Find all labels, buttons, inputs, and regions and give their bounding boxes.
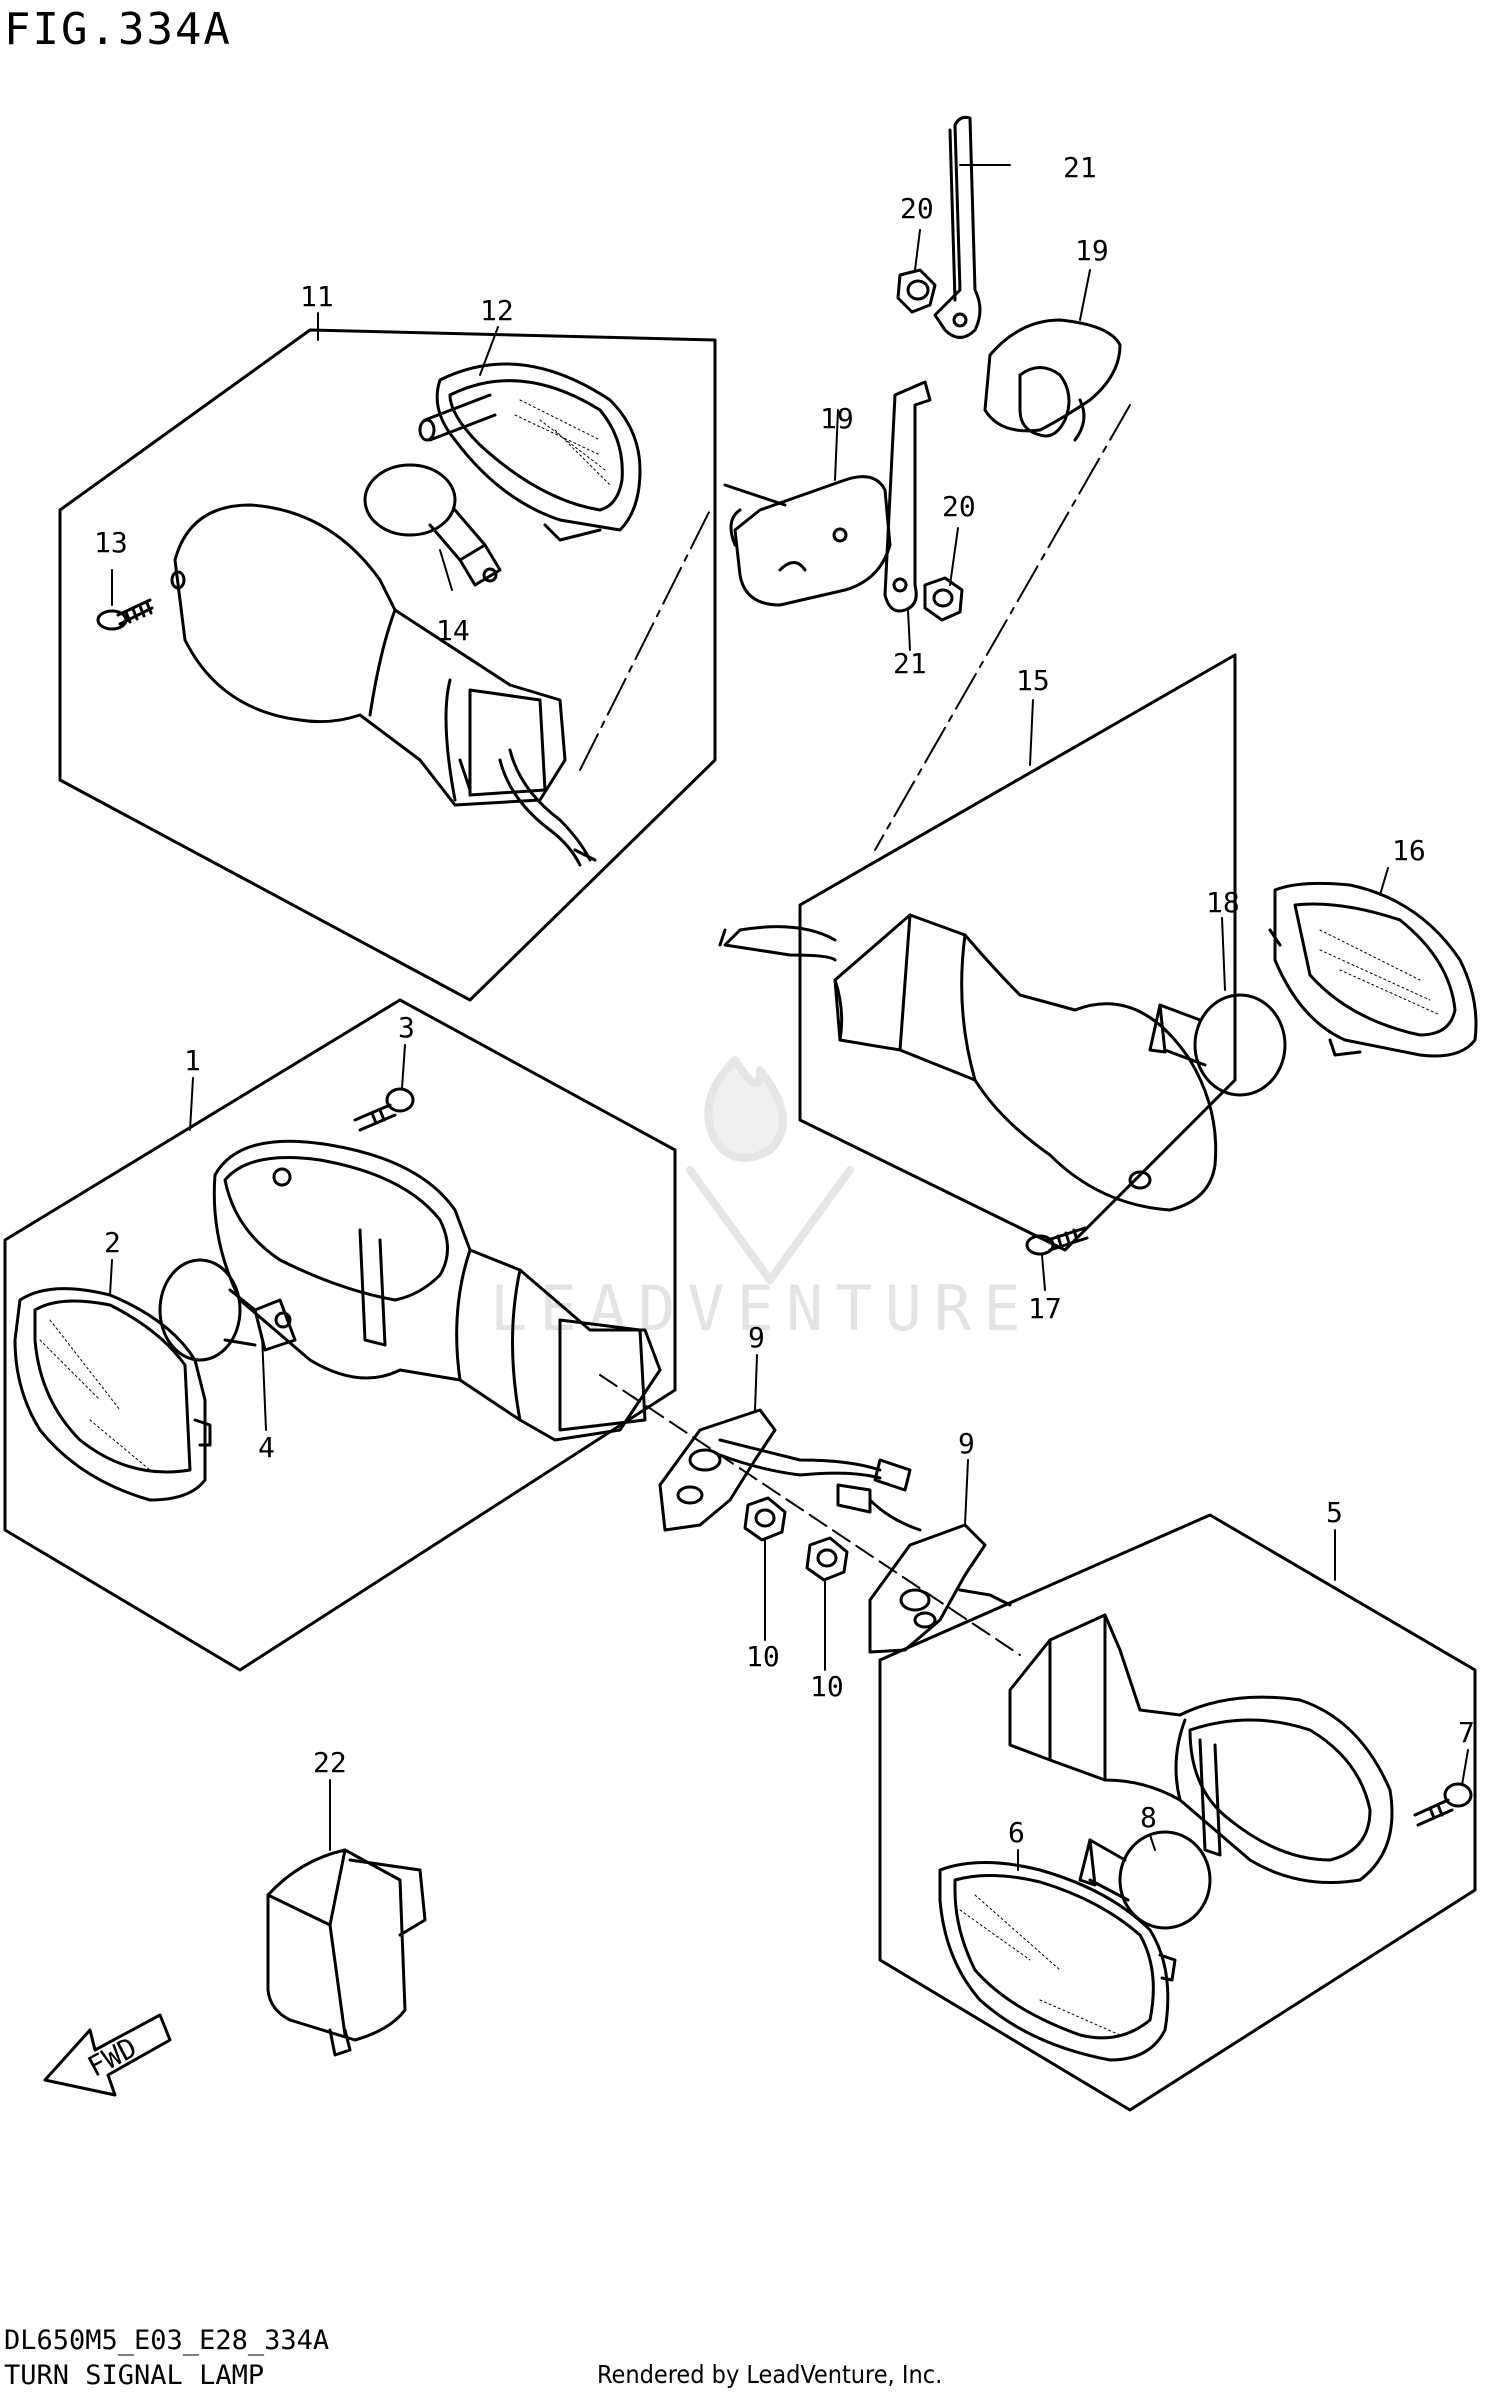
screw-13 xyxy=(96,598,154,631)
lamp-body-5 xyxy=(1008,1613,1394,1884)
callout-5: 5 xyxy=(1326,1496,1343,1529)
diagram-caption: TURN SIGNAL LAMP xyxy=(4,2360,265,2391)
connector xyxy=(836,1483,922,1532)
gasket-9b xyxy=(868,1523,1012,1654)
callout-20b: 20 xyxy=(942,490,976,523)
callout-18: 18 xyxy=(1206,886,1240,919)
lens-16 xyxy=(1268,881,1478,1058)
screw-3 xyxy=(353,1087,415,1132)
lamp-body-15 xyxy=(718,913,1218,1212)
assembly-1-frame xyxy=(3,998,677,1672)
callout-14: 14 xyxy=(436,614,470,647)
nut-20-top xyxy=(896,268,937,314)
bulb-14 xyxy=(363,463,502,587)
callout-9a: 9 xyxy=(748,1321,765,1354)
callout-21a: 21 xyxy=(1063,151,1097,184)
bulb-18 xyxy=(1148,993,1287,1097)
nut-10b xyxy=(805,1536,849,1582)
callout-4: 4 xyxy=(258,1431,275,1464)
watermark: LEADVENTURE xyxy=(490,1056,1033,1345)
lens-12 xyxy=(418,362,642,542)
callout-3: 3 xyxy=(398,1011,415,1044)
callout-9b: 9 xyxy=(958,1427,975,1460)
figure-title: FIG.334A xyxy=(4,4,232,55)
assembly-15-frame xyxy=(798,653,1237,1252)
callout-17: 17 xyxy=(1028,1292,1062,1325)
assembly-11-frame xyxy=(58,328,717,1002)
callout-22: 22 xyxy=(313,1746,347,1779)
callout-6: 6 xyxy=(1008,1816,1025,1849)
grommet-19-top xyxy=(983,318,1122,442)
fwd-arrow-icon: FWD xyxy=(43,2013,172,2097)
bracket-21-top xyxy=(933,115,982,339)
leader-11-mount xyxy=(579,509,711,771)
diagram-code: DL650M5_E03_E28_334A xyxy=(4,2325,330,2356)
callout-16: 16 xyxy=(1392,834,1426,867)
bulb-4 xyxy=(158,1258,297,1362)
assembly-5-frame xyxy=(878,1513,1477,2112)
callout-10a: 10 xyxy=(746,1640,780,1673)
callout-20a: 20 xyxy=(900,192,934,225)
grommet-19-mid xyxy=(723,475,892,607)
callout-13: 13 xyxy=(94,526,128,559)
leader-mount-15 xyxy=(874,404,1131,851)
callout-10b: 10 xyxy=(810,1670,844,1703)
callout-11: 11 xyxy=(300,280,334,313)
relay-22 xyxy=(266,1848,427,2057)
callout-15: 15 xyxy=(1016,664,1050,697)
watermark-text: LEADVENTURE xyxy=(490,1272,1033,1345)
bracket-21-mid xyxy=(883,380,932,613)
nut-20-mid xyxy=(923,576,964,622)
lens-6 xyxy=(938,1861,1177,2062)
rendered-by-credit: Rendered by LeadVenture, Inc. xyxy=(597,2360,943,2389)
callout-labels: 11 12 13 14 21 20 19 19 20 21 15 16 18 1… xyxy=(94,151,1475,1849)
callout-7: 7 xyxy=(1458,1716,1475,1749)
callout-19b: 19 xyxy=(820,402,854,435)
leader-assembly-1-5 xyxy=(599,1374,1021,1656)
callout-8: 8 xyxy=(1140,1801,1157,1834)
lamp-body-11 xyxy=(170,503,597,867)
callout-21b: 21 xyxy=(893,647,927,680)
leader-lines xyxy=(109,164,1469,1871)
lens-2 xyxy=(13,1287,212,1502)
callout-2: 2 xyxy=(104,1226,121,1259)
nut-10a xyxy=(743,1496,787,1542)
callout-1: 1 xyxy=(184,1044,201,1077)
callout-19a: 19 xyxy=(1075,234,1109,267)
screw-7 xyxy=(1413,1782,1473,1827)
screw-17 xyxy=(1025,1226,1089,1256)
bulb-8 xyxy=(1078,1830,1212,1930)
gasket-9a xyxy=(658,1408,912,1532)
callout-12: 12 xyxy=(480,294,514,327)
